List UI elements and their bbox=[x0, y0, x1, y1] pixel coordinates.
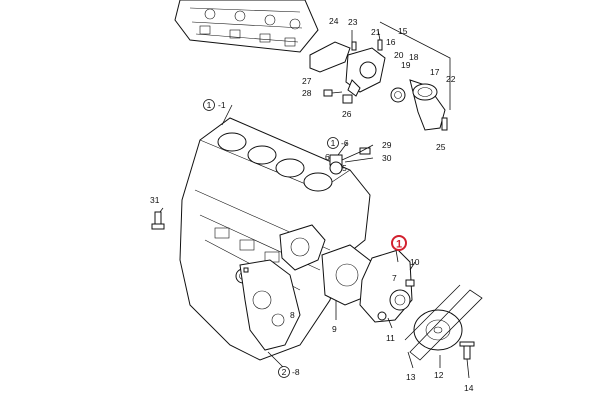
part-number-19: 19 bbox=[401, 60, 411, 70]
part-number-21: 21 bbox=[371, 27, 381, 37]
part-number-18: 18 bbox=[409, 52, 419, 62]
part-number-30: 30 bbox=[382, 153, 392, 163]
part-number-9: 9 bbox=[332, 324, 337, 334]
ref-label-mid-num: 1 bbox=[331, 138, 336, 148]
part-number-20: 20 bbox=[394, 50, 404, 60]
ref-label-main-block: 1 -1 bbox=[203, 99, 226, 111]
part-number-16: 16 bbox=[386, 37, 396, 47]
part-number-11: 11 bbox=[386, 333, 395, 343]
part-number-6: 6 bbox=[325, 152, 330, 162]
ref-label-lower-suffix: -8 bbox=[292, 367, 300, 377]
ref-label-main-suffix: -1 bbox=[218, 100, 226, 110]
ref-label-mid-suffix: -6 bbox=[341, 138, 349, 148]
part-number-14: 14 bbox=[464, 383, 474, 393]
part-number-31: 31 bbox=[150, 195, 160, 205]
part-number-17: 17 bbox=[430, 67, 440, 77]
highlight-callout[interactable]: 1 bbox=[391, 235, 407, 251]
ref-label-lower-num: 2 bbox=[282, 367, 287, 377]
small-fittings bbox=[151, 147, 371, 273]
part-number-15: 15 bbox=[398, 26, 408, 36]
ref-label-mid-group: 1 -6 bbox=[327, 137, 349, 149]
part-number-26: 26 bbox=[342, 109, 352, 119]
thermostat-housing-group bbox=[309, 21, 451, 131]
part-number-28: 28 bbox=[302, 88, 312, 98]
part-number-10: 10 bbox=[410, 257, 420, 267]
part-number-25: 25 bbox=[436, 142, 446, 152]
part-number-13: 13 bbox=[406, 372, 416, 382]
part-number-29: 29 bbox=[382, 140, 392, 150]
ref-label-main-num: 1 bbox=[207, 100, 212, 110]
part-number-24: 24 bbox=[329, 16, 339, 26]
part-number-12: 12 bbox=[434, 370, 444, 380]
part-number-27: 27 bbox=[302, 76, 312, 86]
part-number-5: 5 bbox=[342, 163, 347, 173]
highlight-callout-number: 1 bbox=[396, 239, 402, 251]
ref-label-lower-block: 2 -8 bbox=[278, 366, 300, 378]
part-number-22: 22 bbox=[446, 74, 456, 84]
part-number-8: 8 bbox=[290, 310, 295, 320]
cylinder-head bbox=[174, 0, 319, 53]
water-pump-assembly bbox=[321, 244, 415, 323]
part-number-23: 23 bbox=[348, 17, 358, 27]
pulley-and-belt bbox=[404, 284, 483, 361]
part-number-labels: 24 23 21 15 16 20 19 18 17 22 27 28 26 2… bbox=[150, 16, 474, 393]
part-number-7: 7 bbox=[392, 273, 397, 283]
cylinder-block bbox=[179, 117, 371, 361]
